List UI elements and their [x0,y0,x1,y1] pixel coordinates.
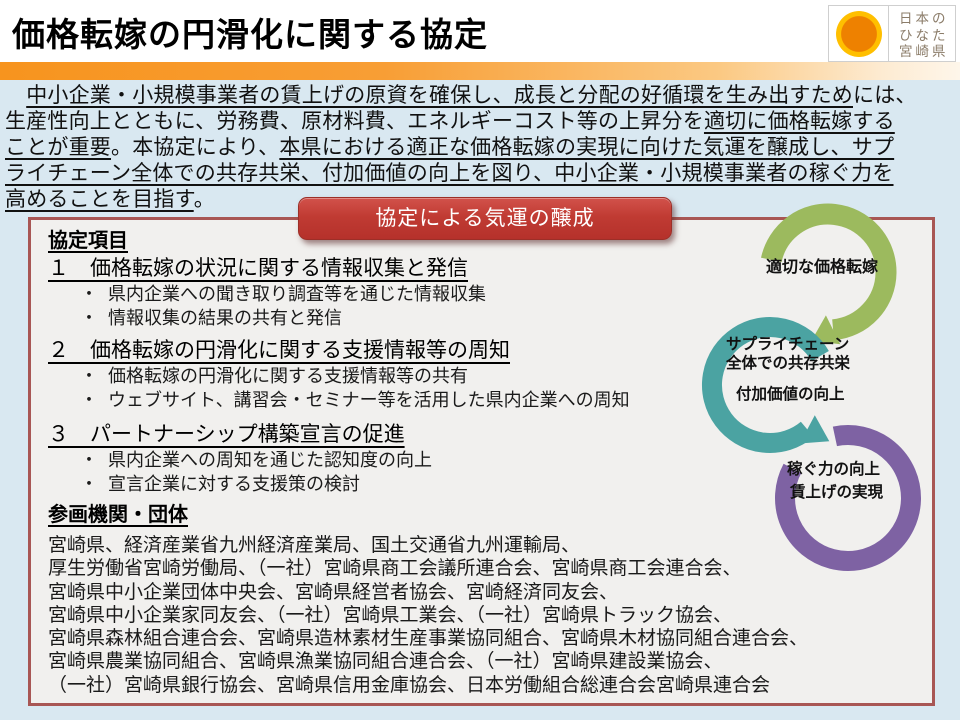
participants-line: 厚生労働省宮崎労働局、（一社）宮崎県商工会議所連合会、宮崎県商工会連合会、 [48,558,742,580]
agreement-box: 協定項目 １ 価格転嫁の状況に関する情報収集と発信 ・県内企業への聞き取り調査等… [28,217,935,706]
logo-text-line2: ひなた [899,27,949,43]
purple-circle [775,425,921,572]
page-title: 価格転嫁の円滑化に関する協定 [12,16,488,53]
intro-text: 。 [193,188,215,211]
bullet-icon: ・ [80,284,98,304]
item-title: パートナーシップ構築宣言の促進 [69,423,405,446]
participants-line: 宮崎県、経済産業省九州経済産業局、国土交通省九州運輸局、 [48,535,581,556]
intro-text: 生産性向上とともに、労務費、原材料費、エネルギーコスト等の上昇分を [5,110,704,133]
bullet-icon: ・ [80,366,98,386]
participants-line: （一社）宮崎県銀行協会、宮崎県信用金庫協会、日本労働組合総連合会宮崎県連合会 [48,674,771,696]
diagram-label-added-value: 付加価値の向上 [736,386,845,403]
item-number: ３ [48,423,69,446]
intro-text-underlined: 中小企業・小規模事業者の賃上げの原資を確保し、成長と分配の好循環を生み出すため [26,84,853,107]
diagram-label-line: 全体での共存共栄 [726,355,851,372]
participants-line: 宮崎県森林組合連合会、宮崎県造林素材生産事業協同組合、宮崎県木材協同組合連合会、 [48,628,809,650]
intro-text-underlined: 適切に価格転嫁する [703,110,895,133]
slide-header: 価格転嫁の円滑化に関する協定 日本の ひなた 宮崎県 [0,0,960,62]
participants-heading-text: 参画機関・団体 [48,504,188,526]
item-number: １ [48,257,69,280]
intro-text [5,84,26,107]
logo-sun-cell [829,6,889,61]
agreement-item-3-bullet-2: ・宣言企業に対する支援策の検討 [80,470,922,496]
intro-line: 中小企業・小規模事業者の賃上げの原資を確保し、成長と分配の好循環を生み出すために… [5,83,957,109]
teal-circle-arrow [701,317,829,453]
miyazaki-logo: 日本の ひなた 宮崎県 [828,5,956,62]
bullet-text: 県内企業への聞き取り調査等を通じた情報収集 [108,284,486,304]
intro-text-underlined: ライチェーン全体での共存共栄、付加価値の向上を図り、中小企業・小規模事業者の稼ぐ… [5,162,894,185]
diagram-label-supply-chain: サプライチェーン 全体での共存共栄 [726,335,850,373]
diagram-label-line: サプライチェーン [726,336,850,353]
participants-heading: 参画機関・団体 [48,498,922,527]
intro-text-underlined: ことが重要 [5,136,111,159]
logo-text: 日本の ひなた 宮崎県 [889,6,955,61]
agreement-item-1-title: １ 価格転嫁の状況に関する情報収集と発信 [48,252,922,282]
agreement-item-2-bullet-1: ・価格転嫁の円滑化に関する支援情報等の共有 [80,362,922,388]
agreement-item-3-title: ３ パートナーシップ構築宣言の促進 [48,418,922,448]
agreement-item-1-bullet-1: ・県内企業への聞き取り調査等を通じた情報収集 [80,280,922,306]
diagram-label-wage-increase: 賃上げの実現 [790,484,884,501]
intro-line: ことが重要。本協定により、本県における適正な価格転嫁の実現に向けた気運を醸成し、… [5,135,957,161]
green-arrowhead-icon [811,315,841,345]
agreement-item-1-bullet-2: ・情報収集の結果の共有と発信 [80,304,922,330]
bullet-icon: ・ [80,308,98,328]
participants-line: 宮崎県農業協同組合、宮崎県漁業協同組合連合会、（一社）宮崎県建設業協会、 [48,651,723,673]
agreement-heading: 協定項目 [48,224,922,253]
intro-line: ライチェーン全体での共存共栄、付加価値の向上を図り、中小企業・小規模事業者の稼ぐ… [5,161,957,187]
bullet-icon: ・ [80,474,98,494]
item-number: ２ [48,339,69,362]
bullet-text: 情報収集の結果の共有と発信 [108,308,342,328]
bullet-text: ウェブサイト、講習会・セミナー等を活用した県内企業への周知 [108,390,630,410]
logo-text-line1: 日本の [899,11,949,26]
bullet-icon: ・ [80,450,98,470]
participants-list: 宮崎県、経済産業省九州経済産業局、国土交通省九州運輸局、 厚生労働省宮崎労働局、… [48,534,922,697]
momentum-banner: 協定による気運の醸成 [298,197,672,240]
agreement-item-2-bullet-2: ・ウェブサイト、講習会・セミナー等を活用した県内企業への周知 [80,386,922,412]
accent-bar [0,62,960,80]
item-title: 価格転嫁の状況に関する情報収集と発信 [69,257,468,280]
intro-line: 高めることを目指す。 [5,187,957,213]
intro-text-underlined: 高めることを目指す [5,188,194,211]
sun-icon [835,10,882,57]
teal-arrowhead-icon [799,415,830,444]
intro-text: 。本協定により、 [111,136,280,159]
bullet-icon: ・ [80,390,98,410]
bullet-text: 宣言企業に対する支援策の検討 [108,474,360,494]
cycle-diagram [701,203,921,572]
agreement-item-3-bullet-1: ・県内企業への周知を通じた認知度の向上 [80,446,922,472]
bullet-text: 価格転嫁の円滑化に関する支援情報等の共有 [108,366,468,386]
logo-text-line3: 宮崎県 [899,44,949,59]
intro-text-underlined: 本県における適正な価格転嫁の実現に向けた気運を醸成し、サプ [279,136,895,159]
green-circle-arrow [761,203,897,341]
item-title: 価格転嫁の円滑化に関する支援情報等の周知 [69,339,510,362]
intro-paragraph: 中小企業・小規模事業者の賃上げの原資を確保し、成長と分配の好循環を生み出すために… [5,83,957,213]
participants-line: 宮崎県中小企業団体中央会、宮崎県経営者協会、宮崎経済同友会、 [48,581,619,603]
intro-text: には、 [853,84,917,107]
agreement-item-2-title: ２ 価格転嫁の円滑化に関する支援情報等の周知 [48,334,922,364]
bullet-text: 県内企業への周知を通じた認知度の向上 [108,450,432,470]
participants-line: 宮崎県中小企業家同友会、（一社）宮崎県工業会、（一社）宮崎県トラック協会、 [48,604,733,626]
intro-line: 生産性向上とともに、労務費、原材料費、エネルギーコスト等の上昇分を適切に価格転嫁… [5,109,957,135]
diagram-label-earning-power: 稼ぐ力の向上 [787,461,881,478]
agreement-heading-text: 協定項目 [48,230,128,252]
diagram-label-price-passthrough: 適切な価格転嫁 [766,259,879,276]
